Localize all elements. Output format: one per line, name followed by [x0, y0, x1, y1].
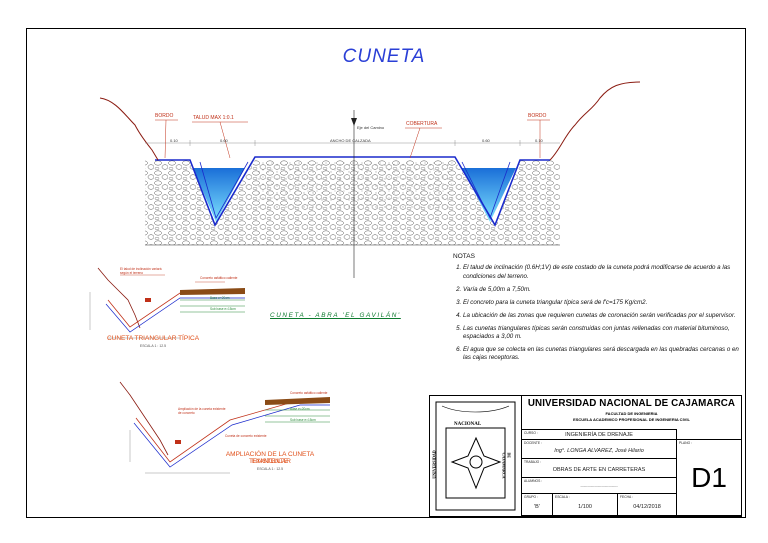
university-name: UNIVERSIDAD NACIONAL DE CAJAMARCA — [527, 398, 736, 409]
note-item: El agua que se colecta en las cunetas tr… — [463, 346, 743, 362]
fecha-value: 04/12/2018 — [633, 504, 661, 510]
expanded-label-base: Base e=20cm — [290, 407, 310, 411]
fecha-label: FECHA : — [620, 495, 633, 499]
title-block: NACIONAL UNIVERSIDAD DE CAJAMARCA UNIVER… — [429, 395, 742, 517]
bordo-left-label: BORDO — [155, 113, 174, 119]
expanded-caption-line2: EXISTENTE — [251, 458, 289, 465]
plano-cell: PLANO : D1 — [676, 439, 742, 516]
university-seal-icon — [435, 401, 516, 511]
eje-label: Eje del Camino — [357, 125, 385, 130]
escala-label: ESCALA : — [555, 495, 570, 499]
drawing-sheet-border — [26, 28, 746, 518]
plano-value: D1 — [691, 462, 727, 493]
expanded-scale: ESCALA 1 : 12.5 — [256, 467, 284, 471]
expanded-caption-line1: AMPLIACIÓN DE LA CUNETA TRIANGULAR — [225, 451, 315, 465]
plano-label: PLANO : — [679, 441, 693, 445]
logo-right-text: DE CAJAMARCA — [501, 452, 512, 479]
docente-value: Ing°. LONGA ALVAREZ, José Hilario — [554, 448, 644, 454]
university-logo: NACIONAL UNIVERSIDAD DE CAJAMARCA — [430, 396, 522, 516]
dim-left-a: 0.10 — [170, 138, 178, 143]
typical-label-base: Base e=20cm — [210, 296, 230, 300]
note-item: Varía de 5,00m a 7,50m. — [463, 286, 743, 294]
note-item: El talud de inclinación (0.6H;1V) de est… — [463, 264, 743, 280]
grupo-cell: GRUPO : 'B' — [521, 493, 553, 516]
alumnos-label: ALUMNOS : — [524, 479, 543, 483]
talud-label: TALUD MAX 1:0.1 — [193, 115, 234, 121]
alumnos-cell: ALUMNOS : ------------------------------… — [521, 477, 677, 494]
escala-value: 1/100 — [578, 504, 592, 510]
trabajo-value: OBRAS DE ARTE EN CARRETERAS — [552, 467, 646, 473]
curso-value: INGENIERÍA DE DRENAJE — [565, 432, 633, 438]
expanded-label-subbase: Sub base e=15cm — [290, 418, 316, 422]
notes-list: El talud de inclinación (0.6H;1V) de est… — [453, 264, 743, 362]
school-name: ESCUELA ACADEMICO PROFESIONAL DE INGENIE… — [573, 417, 690, 422]
docente-cell: DOCENTE : Ing°. LONGA ALVAREZ, José Hila… — [521, 439, 677, 459]
cobertura-label: COBERTURA — [406, 121, 438, 127]
expanded-label-ampliacion: Ampliación de la cuneta existente de con… — [178, 407, 226, 415]
trabajo-cell: TRABAJO : OBRAS DE ARTE EN CARRETERAS — [521, 458, 677, 478]
expanded-label-asphalt: Concreto asfáltico caliente — [290, 391, 328, 395]
alumnos-value: -------------------------------- — [580, 484, 618, 488]
bordo-right-label: BORDO — [528, 113, 547, 119]
dim-right-b: 0.10 — [535, 138, 543, 143]
note-item: El concreto para la cuneta triangular tí… — [463, 299, 743, 307]
grupo-value: 'B' — [534, 504, 540, 510]
logo-top-text: NACIONAL — [454, 422, 482, 427]
logo-left-text: UNIVERSIDAD — [431, 450, 437, 479]
typical-scale: ESCALA 1 : 12.5 — [139, 344, 167, 348]
escala-cell: ESCALA : 1/100 — [552, 493, 618, 516]
typical-caption: CUNETA TRIANGULAR TÍPICA — [106, 335, 200, 342]
expanded-label-existente: Cuneta de concreto existente — [225, 434, 267, 438]
docente-label: DOCENTE : — [524, 441, 542, 445]
dim-center: ANCHO DE CALZADA — [330, 138, 371, 143]
note-item: Las cunetas triangulares típicas serán c… — [463, 325, 743, 341]
drawing-title: CUNETA — [342, 46, 426, 67]
notes-block: NOTAS El talud de inclinación (0.6H;1V) … — [453, 253, 743, 367]
green-section-title: CUNETA - ABRA 'EL GAVILÁN' — [270, 312, 401, 319]
notes-header: NOTAS — [453, 253, 475, 260]
typical-label-asphalt: Concreto asfáltico caliente — [200, 276, 238, 280]
typical-label-talud: El talud de inclinación variará según el… — [120, 267, 162, 275]
dim-left-b: 0.60 — [220, 138, 228, 143]
fecha-cell: FECHA : 04/12/2018 — [617, 493, 677, 516]
note-item: La ubicación de las zonas que requieren … — [463, 312, 743, 320]
grupo-label: GRUPO : — [524, 495, 538, 499]
typical-label-subbase: Sub base e=15cm — [210, 307, 236, 311]
faculty-name: FACULTAD DE INGENIERIA — [605, 411, 658, 416]
trabajo-label: TRABAJO : — [524, 460, 542, 464]
dim-right-a: 0.60 — [482, 138, 490, 143]
curso-label: CURSO : — [524, 431, 538, 435]
